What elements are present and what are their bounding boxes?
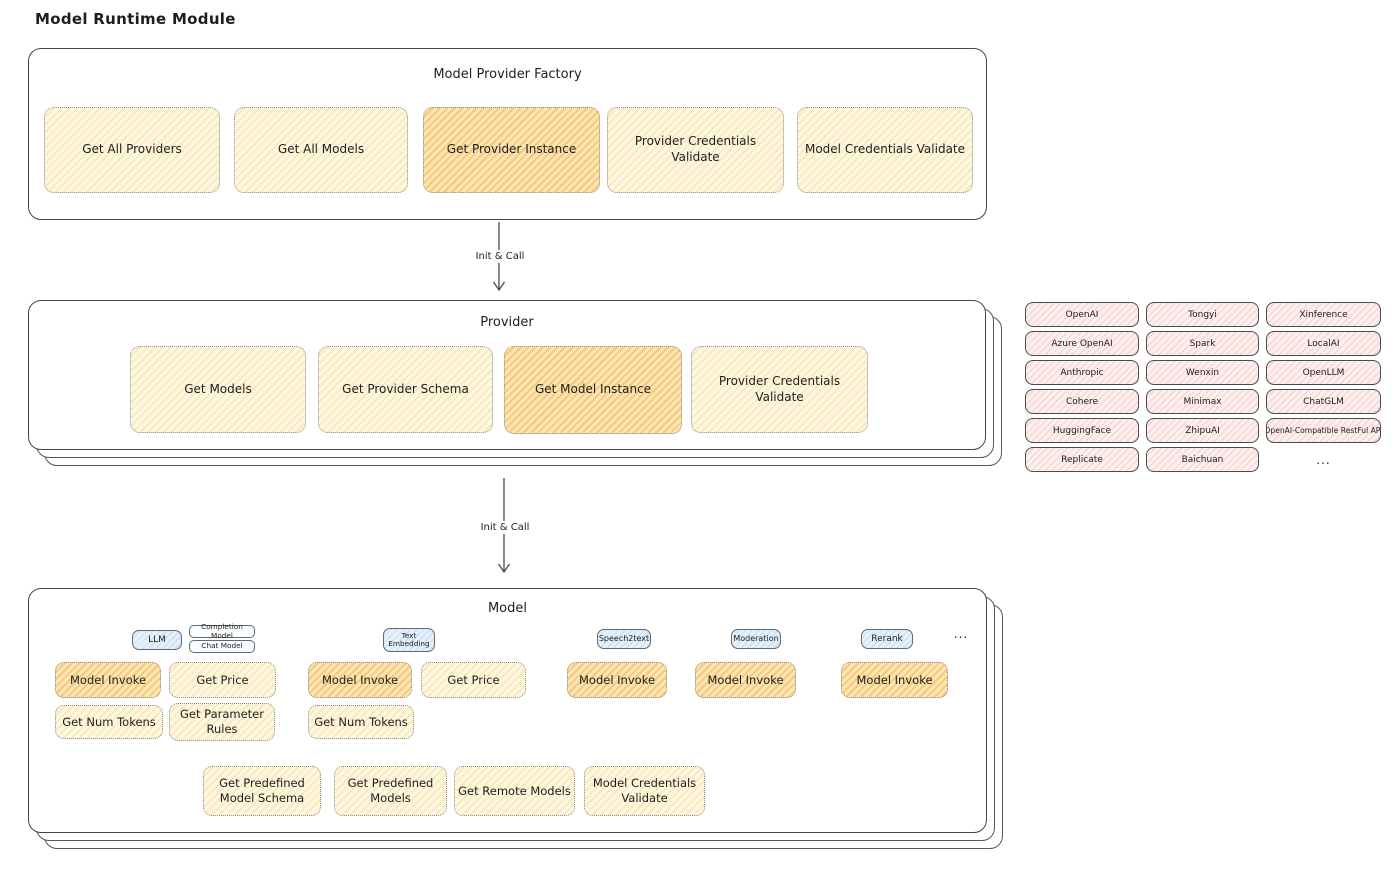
provider-chip-minimax: Minimax: [1146, 389, 1259, 414]
shape-get-model-instance: Get Model Instance: [504, 346, 682, 434]
provider-chip-zhipuai: ZhipuAI: [1146, 418, 1259, 443]
factory-box: Model Provider Factory Get All Providers…: [28, 48, 987, 220]
tab-moderation: Moderation: [731, 629, 781, 649]
tab-llm: LLM: [132, 630, 182, 650]
shape-llm-model-invoke: Model Invoke: [55, 662, 161, 698]
shape-llm-get-price: Get Price: [169, 662, 276, 698]
shape-get-provider-instance: Get Provider Instance: [423, 107, 600, 193]
shape-get-all-providers: Get All Providers: [44, 107, 220, 193]
tab-speech2text: Speech2text: [597, 629, 651, 649]
provider-chip-cohere: Cohere: [1025, 389, 1139, 414]
shape-provider-credentials-validate-2: Provider Credentials Validate: [691, 346, 868, 433]
provider-chip-wenxin: Wenxin: [1146, 360, 1259, 385]
provider-chip-xinference: Xinference: [1266, 302, 1381, 327]
provider-chip-azure-openai: Azure OpenAI: [1025, 331, 1139, 356]
shape-provider-credentials-validate: Provider Credentials Validate: [607, 107, 784, 193]
shape-get-provider-schema: Get Provider Schema: [318, 346, 493, 433]
model-title: Model: [487, 601, 528, 616]
provider-chip-openai-compatible-restful-api: OpenAI-Compatible RestFul API: [1266, 418, 1381, 443]
tab-completion-model: Completion Model: [189, 622, 255, 639]
shape-get-predefined-models: Get Predefined Models: [334, 766, 447, 816]
shape-rerank-model-invoke: Model Invoke: [841, 662, 948, 698]
shape-get-all-models: Get All Models: [234, 107, 408, 193]
shape-model-credentials-validate: Model Credentials Validate: [797, 107, 973, 193]
tab-chat-model: Chat Model: [189, 640, 255, 653]
provider-chip-localai: LocalAI: [1266, 331, 1381, 356]
arrow-label-init-call-2: Init & Call: [467, 521, 543, 534]
shape-speech2text-model-invoke: Model Invoke: [567, 662, 667, 698]
provider-chip-baichuan: Baichuan: [1146, 447, 1259, 472]
tabs-more-ellipsis: ...: [953, 627, 969, 642]
arrow-label-init-call-1: Init & Call: [462, 250, 538, 263]
page-title: Model Runtime Module: [35, 10, 236, 28]
provider-chip-tongyi: Tongyi: [1146, 302, 1259, 327]
tab-rerank: Rerank: [861, 629, 913, 649]
shape-llm-get-parameter-rules: Get Parameter Rules: [169, 703, 275, 741]
shape-get-models: Get Models: [130, 346, 306, 433]
provider-chip-anthropic: Anthropic: [1025, 360, 1139, 385]
provider-title: Provider: [480, 315, 534, 330]
provider-box: Provider Get Models Get Provider Schema …: [28, 300, 986, 450]
shape-moderation-model-invoke: Model Invoke: [695, 662, 796, 698]
provider-chip-replicate: Replicate: [1025, 447, 1139, 472]
shape-embedding-get-price: Get Price: [421, 662, 526, 698]
shape-llm-get-num-tokens: Get Num Tokens: [55, 705, 163, 739]
shape-get-remote-models: Get Remote Models: [454, 766, 575, 816]
provider-chip-chatglm: ChatGLM: [1266, 389, 1381, 414]
provider-chip-openai: OpenAI: [1025, 302, 1139, 327]
provider-chip-spark: Spark: [1146, 331, 1259, 356]
tab-text-embedding: Text Embedding: [383, 628, 435, 652]
provider-grid-more-ellipsis: ...: [1316, 452, 1331, 467]
factory-title: Model Provider Factory: [433, 67, 582, 82]
provider-chip-huggingface: HuggingFace: [1025, 418, 1139, 443]
shape-embedding-model-invoke: Model Invoke: [308, 662, 412, 698]
shape-model-credentials-validate-2: Model Credentials Validate: [584, 766, 705, 816]
provider-chip-openllm: OpenLLM: [1266, 360, 1381, 385]
model-box: Model LLM Completion Model Chat Model Te…: [28, 588, 987, 833]
shape-embedding-get-num-tokens: Get Num Tokens: [308, 705, 414, 739]
shape-get-predefined-model-schema: Get Predefined Model Schema: [203, 766, 321, 816]
